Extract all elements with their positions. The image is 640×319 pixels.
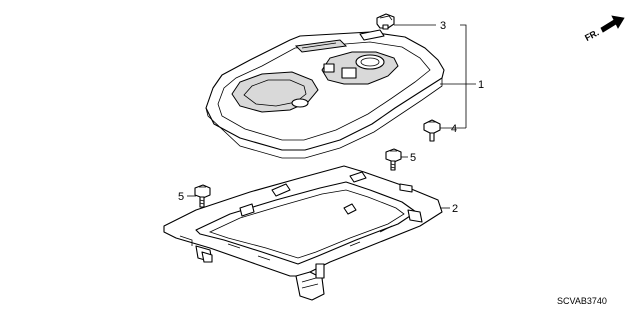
diagram-code: SCVAB3740: [557, 296, 607, 306]
callout-5-left: 5: [178, 191, 184, 203]
callout-1: 1: [478, 79, 484, 91]
console-tray[interactable]: [205, 29, 445, 159]
bolt-part-5-right[interactable]: [385, 148, 402, 171]
front-direction-label: FR.: [583, 27, 600, 43]
console-base-frame[interactable]: [163, 165, 443, 301]
bolt-part-5-left[interactable]: [194, 184, 211, 208]
callout-3: 3: [440, 20, 446, 32]
callout-4: 4: [451, 123, 457, 135]
callout-2: 2: [452, 203, 458, 215]
leader-lines: [187, 24, 476, 209]
callout-5-right: 5: [410, 152, 416, 164]
clip-part[interactable]: [376, 13, 395, 30]
front-direction-indicator: FR.: [583, 15, 625, 43]
screw-part-4[interactable]: [423, 119, 441, 142]
front-arrow-icon: [600, 15, 625, 33]
